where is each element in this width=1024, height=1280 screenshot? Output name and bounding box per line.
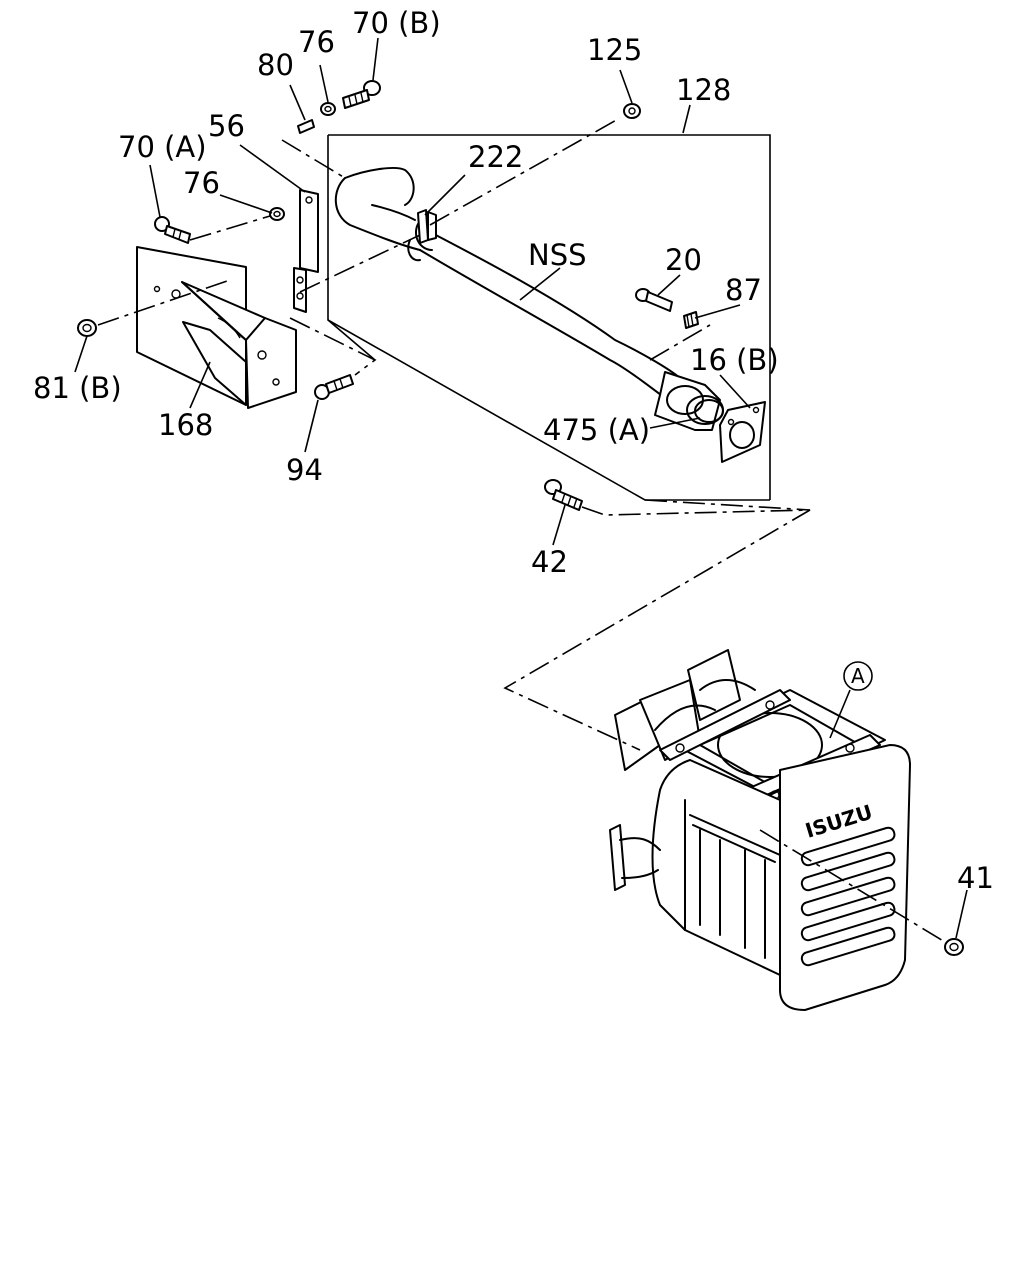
washer-76-left — [269, 207, 285, 221]
label-94: 94 — [286, 453, 323, 487]
reference-lines — [97, 117, 946, 943]
label-56: 56 — [208, 109, 245, 143]
label-nss: NSS — [528, 238, 587, 272]
spring-87 — [683, 311, 699, 329]
label-70b: 70 (B) — [352, 6, 441, 40]
label-70a: 70 (A) — [118, 130, 207, 164]
label-20: 20 — [665, 243, 702, 277]
nut-81b — [77, 319, 97, 337]
label-80: 80 — [257, 48, 294, 82]
washer-76-top — [320, 102, 336, 116]
label-41: 41 — [957, 861, 994, 895]
label-76-top: 76 — [298, 25, 335, 59]
bracket-168 — [136, 246, 297, 409]
bolt-94 — [314, 374, 354, 400]
label-76-left: 76 — [183, 166, 220, 200]
muffler-assembly: ISUZU — [609, 649, 911, 1011]
label-168: 168 — [158, 408, 213, 442]
collar-80 — [297, 119, 315, 134]
nut-125 — [623, 103, 641, 119]
bolt-42 — [544, 479, 583, 511]
reference-circle-a — [843, 661, 873, 691]
nut-41 — [944, 938, 964, 956]
label-a: A — [851, 664, 865, 688]
bolt-20 — [635, 288, 673, 312]
label-128: 128 — [676, 73, 731, 107]
flange-gasket — [654, 371, 766, 463]
bolt-70a — [154, 216, 191, 244]
label-42: 42 — [531, 545, 568, 579]
part-labels: 70 (B) 76 80 125 128 56 70 (A) 222 76 NS… — [33, 6, 994, 895]
leader-lines — [74, 37, 968, 939]
label-475a: 475 (A) — [543, 413, 650, 447]
bolt-70b — [342, 80, 381, 109]
label-222: 222 — [468, 140, 523, 174]
label-125: 125 — [587, 33, 642, 67]
label-87: 87 — [725, 273, 762, 307]
exhaust-pipe — [334, 167, 681, 401]
label-81b: 81 (B) — [33, 371, 122, 405]
stay-56 — [293, 189, 319, 313]
label-16b: 16 (B) — [690, 343, 779, 377]
